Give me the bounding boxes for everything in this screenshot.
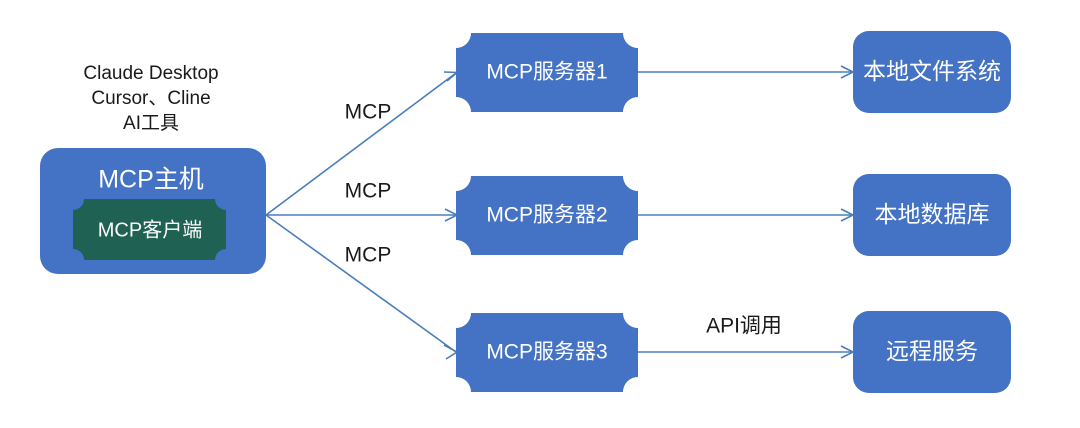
resource-1-label: 本地文件系统: [863, 58, 1001, 84]
edge-label-server3-to-resource3: API调用: [706, 315, 782, 338]
connector-server1-to-resource1: [638, 65, 855, 79]
connector-host-to-server-3: [265, 214, 459, 360]
mcp-client-box[interactable]: [73, 199, 226, 260]
mcp-server-2-label: MCP服务器2: [486, 204, 607, 227]
edge-label-host-to-server-2: MCP: [345, 180, 392, 203]
connector-server3-to-resource3: [638, 345, 855, 359]
host-caption-line-1: Claude Desktop: [83, 63, 218, 84]
resource-1-box[interactable]: [853, 31, 1011, 113]
resource-3-label: 远程服务: [886, 338, 978, 364]
mcp-host-title: MCP主机: [98, 166, 204, 194]
mcp-server-1-label: MCP服务器1: [486, 61, 607, 84]
host-caption-line-2: Cursor、Cline: [91, 88, 210, 109]
connector-server2-to-resource2: [638, 208, 855, 222]
mcp-server-1-box[interactable]: [456, 33, 638, 112]
host-caption-line-3: AI工具: [123, 113, 179, 134]
resource-2-label: 本地数据库: [875, 201, 990, 227]
mcp-client-label: MCP客户端: [98, 218, 202, 241]
edge-label-host-to-server-1: MCP: [345, 101, 392, 124]
resource-3-box[interactable]: [853, 311, 1011, 393]
mcp-server-3-label: MCP服务器3: [486, 341, 607, 364]
mcp-server-2-box[interactable]: [456, 176, 638, 255]
resource-2-box[interactable]: [853, 174, 1011, 256]
connector-host-to-server-2: [266, 208, 459, 222]
edge-label-host-to-server-3: MCP: [345, 244, 392, 267]
mcp-server-3-box[interactable]: [456, 313, 638, 392]
